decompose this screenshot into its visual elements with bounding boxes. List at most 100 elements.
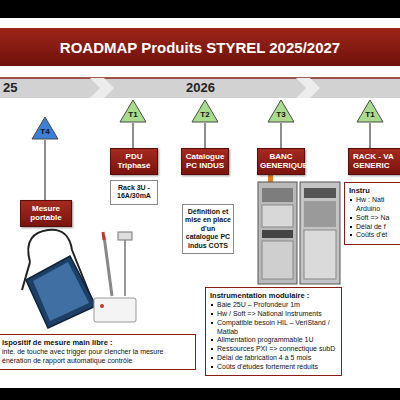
product-box: RACK - VA GENERIC: [348, 148, 400, 175]
milestone-code: T3: [267, 99, 295, 120]
milestone-triangle: T3: [267, 99, 295, 123]
box-text: Catalogue PC INDUS: [184, 152, 226, 170]
box-text: BANC GENERIQUE: [260, 152, 302, 170]
rack-panel: [304, 201, 336, 227]
timeline-chevron: [296, 78, 320, 98]
note-box: Rack 3U - 16A/30mA: [110, 180, 158, 205]
product-box: Catalogue PC INDUS: [181, 148, 229, 175]
product-box: PDU Triphasé: [110, 148, 158, 175]
connector-line: [280, 123, 281, 148]
connector-line: [132, 123, 133, 148]
rack-panel: [262, 241, 293, 279]
triangle-outline: [120, 100, 146, 122]
milestone-triangle: T2: [191, 99, 219, 123]
rack-panel: [304, 230, 336, 279]
milestone-code: T2: [191, 99, 219, 120]
product-box: BANC GENERIQUE: [257, 148, 305, 175]
rack-panel: [262, 230, 293, 238]
bullet-dot: [211, 304, 213, 306]
bullet-row: Soft => Na: [349, 214, 400, 223]
box-text: PDU Triphasé: [113, 152, 155, 170]
bullet-row: Compatible besoin HIL – VeriStand / Matl…: [210, 319, 337, 337]
bullet-row: Hw / Soft => National Instruments: [210, 310, 337, 319]
detail-box: Instrumentation modulaire :Baie 25U – Pr…: [205, 287, 342, 376]
connector-line: [44, 140, 45, 200]
milestone-code: T4: [31, 116, 59, 137]
rack: [300, 182, 340, 284]
probe-head: [118, 232, 132, 240]
probe-cable: [124, 240, 126, 296]
milestone-triangle: T4: [31, 116, 59, 140]
year-label: 2026: [186, 80, 215, 96]
portable-measure-picture: [22, 230, 136, 328]
timeline: [0, 78, 400, 98]
bullet-text: Baie 25U – Profondeur 1m: [217, 301, 300, 310]
bullet-dot: [350, 199, 352, 201]
rack-panel: [262, 188, 293, 202]
measure-box: [94, 298, 136, 322]
note-box: Définition et mise en place d'un catalog…: [182, 204, 234, 254]
bullet-text: Coûts d'ét: [356, 231, 387, 240]
triangle-outline: [32, 117, 58, 139]
title-banner: ROADMAP Produits STYREL 2025/2027: [0, 28, 400, 66]
timeline-chevron: [90, 78, 114, 98]
bullet-dot: [211, 366, 213, 368]
bullet-row: Ressources PXI => connectique subD: [210, 345, 337, 354]
rack: [258, 182, 297, 284]
box-text: Mesure portable: [23, 204, 69, 222]
triangle-outline: [192, 100, 218, 122]
timeline-edge: [0, 77, 400, 79]
tablet: [26, 256, 96, 328]
connector-line: [369, 123, 370, 148]
bullet-text: Délai de f: [356, 223, 386, 232]
year-label: 25: [3, 80, 17, 96]
milestone-triangle: T1: [356, 99, 384, 123]
body-text: énération de rapport automatique contrôl…: [2, 357, 191, 366]
bullet-dot: [211, 348, 213, 350]
milestone-triangle: T1: [119, 99, 147, 123]
bullet-row: Délai de f: [349, 223, 400, 232]
product-box: Mesure portable: [20, 200, 72, 227]
bullet-row: Coûts d'études fortement réduits: [210, 363, 337, 372]
rack-panel: [304, 188, 336, 198]
strap: [28, 230, 72, 262]
bullet-row: Baie 25U – Profondeur 1m: [210, 301, 337, 310]
timeline-band: [0, 78, 400, 98]
tablet-screen: [33, 262, 89, 321]
bullet-text: Soft => Na: [356, 214, 389, 223]
title-text: ROADMAP Produits STYREL 2025/2027: [60, 39, 340, 56]
bullet-text: Hw : Nati Arduino: [356, 196, 400, 214]
bullet-text: Coûts d'études fortement réduits: [217, 363, 318, 372]
led: [100, 304, 104, 308]
rack-picture: [258, 175, 340, 284]
detail-box: InstruHw : Nati ArduinoSoft => NaDélai d…: [344, 182, 400, 245]
bullet-row: Hw : Nati Arduino: [349, 196, 400, 214]
triangle-outline: [357, 100, 383, 122]
bullet-dot: [211, 313, 213, 315]
bullet-dot: [211, 322, 213, 324]
bullet-dot: [350, 234, 352, 236]
box-text: RACK - VA GENERIC: [353, 152, 400, 170]
bullet-text: Alimentation programmable 1U: [217, 336, 314, 345]
box-text: Rack 3U - 16A/30mA: [113, 184, 155, 201]
box-heading: ispositif de mesure main libre :: [2, 338, 191, 347]
probe-tip: [103, 232, 104, 240]
bullet-dot: [350, 226, 352, 228]
bullet-text: Hw / Soft => National Instruments: [217, 310, 322, 319]
rack-panel: [262, 205, 293, 227]
bullet-row: Délai de fabrication 4 à 5 mois: [210, 354, 337, 363]
bullet-text: Délai de fabrication 4 à 5 mois: [217, 354, 311, 363]
connector-line: [204, 123, 205, 148]
bullet-dot: [211, 339, 213, 341]
box-heading: Instrumentation modulaire :: [210, 291, 337, 300]
box-heading: Instru: [349, 186, 400, 195]
beacon: [268, 175, 273, 182]
bullet-dot: [211, 357, 213, 359]
bullet-text: Ressources PXI => connectique subD: [217, 345, 335, 354]
body-text: inte. de touche avec trigger pour clench…: [2, 348, 191, 357]
bullet-row: Alimentation programmable 1U: [210, 336, 337, 345]
bullet-row: Coûts d'ét: [349, 231, 400, 240]
box-text: Définition et mise en place d'un catalog…: [185, 208, 231, 250]
probe: [104, 236, 112, 296]
